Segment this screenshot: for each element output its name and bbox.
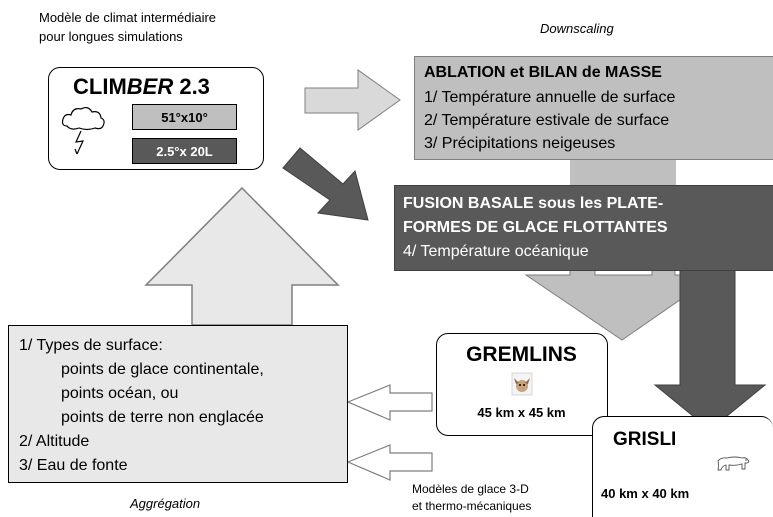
- fusion-down-arrow: [653, 269, 767, 431]
- fusion-box: FUSION BASALE sous les PLATE- FORMES DE …: [394, 185, 773, 271]
- ablation-box: ABLATION et BILAN de MASSE 1/ Températur…: [414, 56, 773, 160]
- gremlins-box: GREMLINS 45 km x 45 km: [436, 333, 608, 436]
- gremlins-title: GREMLINS: [466, 343, 577, 366]
- aggregation-sub-1: points de glace continentale,: [61, 361, 264, 378]
- intro-line-2: pour longues simulations: [39, 29, 183, 44]
- gremlins-resolution: 45 km x 45 km: [477, 405, 566, 420]
- storm-cloud-icon: [61, 106, 105, 155]
- climber-atm-resolution-text: 51°x10°: [161, 110, 208, 125]
- ice-models-line-2: et thermo-mécaniques: [412, 499, 532, 513]
- aggregation-up-arrow: [144, 186, 340, 326]
- fusion-title-1: FUSION BASALE sous les PLATE-: [403, 195, 664, 212]
- intro-line-1: Modèle de climat intermédiaire: [39, 10, 217, 25]
- aggregation-box: 1/ Types de surface: points de glace con…: [8, 325, 348, 483]
- downscaling-arrow: [304, 69, 401, 131]
- gremlin-icon: [511, 372, 533, 396]
- grisli-to-aggregation-arrow: [346, 444, 433, 481]
- climber-ocean-resolution: 2.5°x 20L: [132, 138, 237, 164]
- grisli-title: GRISLI: [613, 429, 677, 450]
- aggregation-item-2: 2/ Altitude: [19, 433, 90, 450]
- ablation-item-3: 3/ Précipitations neigeuses: [424, 135, 616, 152]
- grisli-box: GRISLI 40 km x 40 km: [592, 416, 773, 517]
- climber-box: CLIMBER 2.3 51°x10° 2.5°x 20L: [48, 67, 264, 170]
- gremlins-to-aggregation-arrow: [346, 384, 433, 421]
- downscaling-label: Downscaling: [540, 21, 614, 36]
- fusion-title-2: FORMES DE GLACE FLOTTANTES: [403, 219, 668, 236]
- ablation-item-2: 2/ Température estivale de surface: [424, 112, 670, 129]
- ocean-forcing-arrow: [282, 147, 369, 221]
- climber-atm-resolution: 51°x10°: [132, 104, 237, 130]
- ice-models-line-1: Modèles de glace 3-D: [412, 482, 529, 496]
- aggregation-sub-2: points océan, ou: [61, 385, 179, 402]
- aggregation-item-3: 3/ Eau de fonte: [19, 457, 128, 474]
- climber-title: CLIMBER 2.3: [73, 76, 210, 98]
- grisli-resolution: 40 km x 40 km: [601, 486, 690, 501]
- climber-title-part2: BER: [126, 74, 174, 99]
- ablation-down-arrow: [524, 267, 718, 341]
- fusion-item-4: 4/ Température océanique: [403, 243, 589, 260]
- aggregation-sub-3: points de terre non englacée: [61, 409, 264, 426]
- climber-ocean-resolution-text: 2.5°x 20L: [156, 144, 213, 159]
- aggregation-item-1: 1/ Types de surface:: [19, 337, 163, 354]
- climber-title-part1: CLIM: [73, 74, 127, 99]
- polar-bear-icon: [717, 456, 750, 471]
- aggregation-label: Aggrégation: [130, 496, 201, 511]
- ablation-title: ABLATION et BILAN de MASSE: [424, 64, 662, 81]
- ablation-item-1: 1/ Température annuelle de surface: [424, 89, 676, 106]
- climber-title-part3: 2.3: [173, 74, 210, 99]
